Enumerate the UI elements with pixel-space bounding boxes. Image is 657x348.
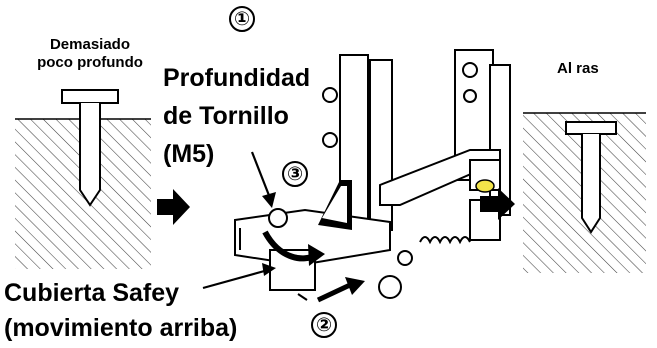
cover-label-line2: (movimiento arriba): [4, 314, 238, 342]
shallow-screw-icon: [61, 89, 119, 207]
step2-marker: ②: [311, 312, 337, 338]
rotation-arrow-icon: [262, 230, 325, 266]
push-arrow-right-icon: [480, 188, 515, 220]
step3-marker: ③: [282, 161, 308, 187]
tool-illustration: [234, 49, 511, 299]
depth-label-line2: de Tornillo: [163, 102, 289, 130]
arrow-right-icon: [157, 189, 190, 225]
step3-pointer-shape: [318, 180, 352, 230]
shallow-label-text: Demasiado poco profundo: [37, 36, 143, 71]
step2-arrow-icon: [297, 277, 365, 303]
flush-screw-icon: [565, 121, 617, 234]
step1-marker: ①: [229, 6, 255, 32]
depth-label-line1: Profundidad: [163, 64, 311, 92]
leader-arrowheads: [262, 192, 276, 276]
flush-label: Al ras: [557, 60, 599, 77]
leader-lines: [202, 151, 272, 290]
shallow-label: Demasiado poco profundo: [30, 36, 150, 72]
cover-label-line1: Cubierta Safey: [4, 279, 180, 307]
yellow-indicator-icon: [475, 179, 495, 193]
depth-label-line3: (M5): [163, 140, 215, 168]
